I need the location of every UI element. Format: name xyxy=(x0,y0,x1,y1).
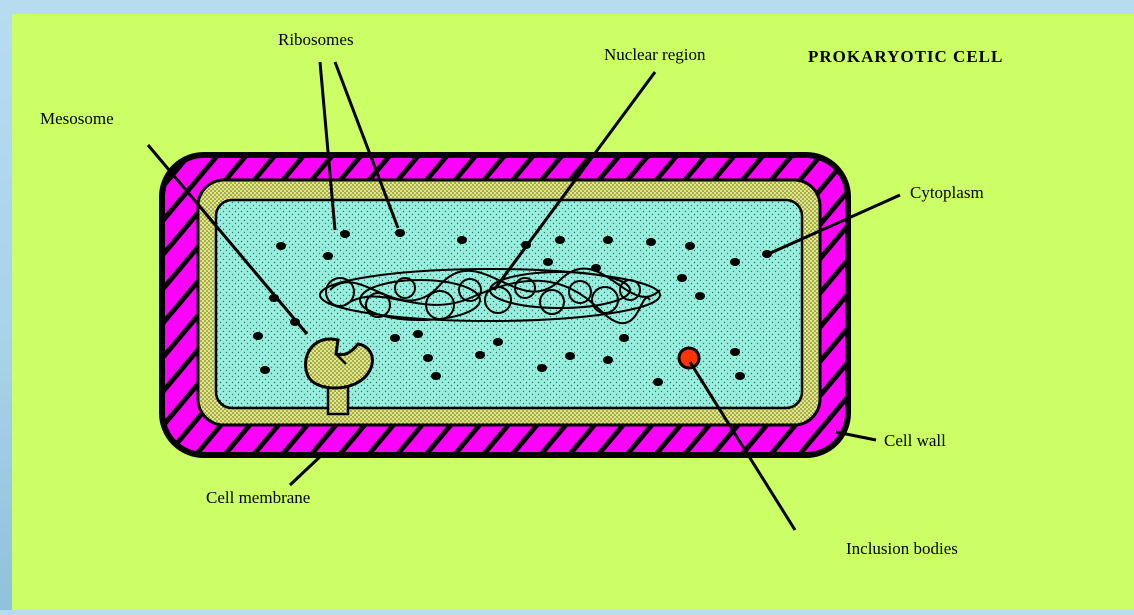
inclusion-body-shape xyxy=(679,348,699,368)
cytoplasm-shape xyxy=(216,200,802,408)
label-cytoplasm: Cytoplasm xyxy=(910,183,984,202)
label-inclusion-bodies: Inclusion bodies xyxy=(846,539,958,558)
label-cell-wall: Cell wall xyxy=(884,431,946,450)
label-cell-membrane: Cell membrane xyxy=(206,488,310,507)
label-nuclear-region: Nuclear region xyxy=(604,45,706,64)
label-mesosome: Mesosome xyxy=(40,109,114,128)
label-ribosomes: Ribosomes xyxy=(278,30,354,49)
diagram-title: PROKARYOTIC CELL xyxy=(808,47,1003,66)
